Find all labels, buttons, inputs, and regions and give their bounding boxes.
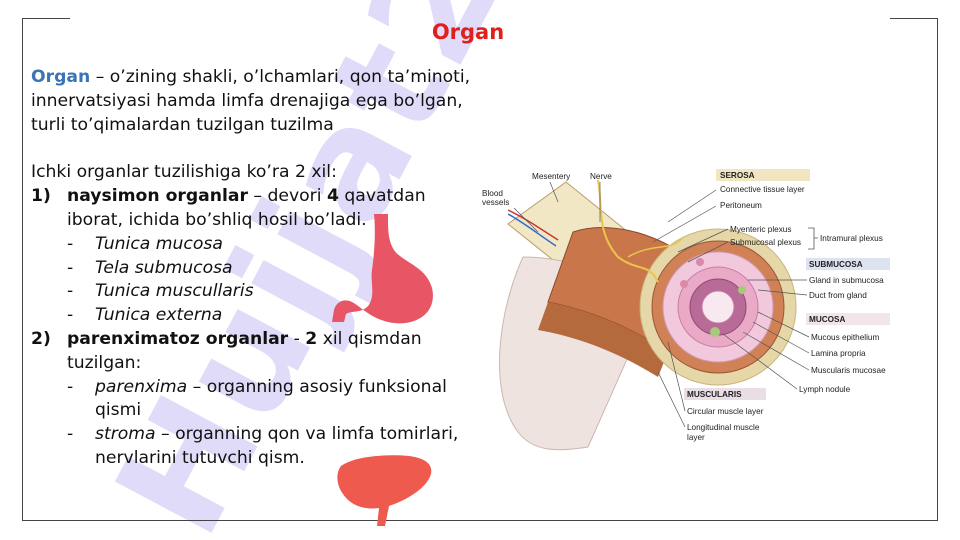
- muscularis-header: MUSCULARIS: [687, 390, 742, 399]
- mucosa-item: Lamina propria: [811, 349, 866, 358]
- serosa-header: SEROSA: [720, 171, 755, 180]
- serosa-item: Peritoneum: [720, 201, 762, 210]
- frame-corner: [890, 18, 938, 19]
- content-text: Organ – o’zining shakli, o’lchamlari, qo…: [31, 66, 481, 471]
- definition-paragraph: Organ – o’zining shakli, o’lchamlari, qo…: [31, 66, 481, 137]
- dash: -: [67, 257, 74, 278]
- classification-heading: Ichki organlar tuzilishiga ko’ra 2 xil:: [31, 162, 337, 183]
- type1-name: naysimon organlar: [67, 186, 248, 207]
- muscularis-item: Longitudinal muscle: [687, 423, 760, 432]
- layer-item: -Tunica muscullaris: [31, 280, 481, 304]
- frame-right-border: [937, 18, 938, 520]
- type2-text-b: xil qismdan tuzilgan:: [67, 328, 422, 373]
- type1-item: 1) naysimon organlar – devori 4 qavatdan…: [31, 185, 481, 233]
- type2-count: 2: [305, 328, 318, 349]
- dash: -: [67, 281, 74, 302]
- part-text: stroma – organning qon va limfa tomirlar…: [95, 423, 481, 471]
- mucosa-header: MUCOSA: [809, 315, 845, 324]
- layer-item: -Tunica externa: [31, 304, 481, 328]
- submucosa-item: Gland in submucosa: [809, 276, 884, 285]
- mucosa-item: Mucous epithelium: [811, 333, 879, 342]
- dash: -: [67, 233, 74, 254]
- type2-text: parenximatoz organlar - 2 xil qismdan tu…: [67, 328, 481, 376]
- frame-bottom-border: [22, 520, 938, 521]
- type2-name: parenximatoz organlar: [67, 328, 289, 349]
- part-term: parenxima: [95, 376, 188, 397]
- submucosa-header: SUBMUCOSA: [809, 260, 863, 269]
- liver-icon: [337, 455, 432, 526]
- layer-name: Tunica externa: [95, 305, 223, 326]
- muscularis-item: Circular muscle layer: [687, 407, 764, 416]
- type1-text: naysimon organlar – devori 4 qavatdan ib…: [67, 185, 481, 233]
- layer-name: Tela submucosa: [95, 257, 233, 278]
- part-desc: – organning qon va limfa tomirlari, nerv…: [95, 424, 459, 468]
- type1-number: 1): [31, 186, 51, 207]
- plexus-item: Submucosal plexus: [730, 238, 801, 247]
- type2-text-a: -: [288, 328, 306, 349]
- organ-definition: – o’zining shakli, o’lchamlari, qon ta’m…: [31, 67, 471, 135]
- serosa-item: Connective tissue layer: [720, 185, 805, 194]
- part-term: stroma: [95, 424, 156, 445]
- type2-number: 2): [31, 328, 51, 349]
- frame-left-border: [22, 18, 23, 520]
- part-item: -parenxima – organning asosiy funksional…: [31, 376, 481, 424]
- lymph-nodule-label: Lymph nodule: [799, 385, 851, 394]
- dash: -: [67, 376, 74, 397]
- muscularis-item: layer: [687, 433, 705, 442]
- stomach-icon: [332, 214, 433, 324]
- plexus-item: Myenteric plexus: [730, 225, 791, 234]
- type1-count: 4: [326, 186, 339, 207]
- dash: -: [67, 424, 74, 445]
- mucosa-item: Muscularis mucosae: [811, 366, 886, 375]
- organ-term: Organ: [31, 67, 91, 87]
- layer-name: Tunica muscullaris: [95, 281, 254, 302]
- blood-vessels-label: Blood: [482, 189, 503, 198]
- part-desc: – organning asosiy funksional qismi: [95, 376, 447, 421]
- frame-corner: [22, 18, 70, 19]
- leader-lines: [513, 181, 810, 428]
- layer-name: Tunica mucosa: [95, 233, 223, 254]
- plexus-group: Intramural plexus: [820, 234, 883, 243]
- part-text: parenxima – organning asosiy funksional …: [95, 376, 481, 424]
- nerve-label: Nerve: [590, 172, 612, 181]
- layer-item: -Tela submucosa: [31, 257, 481, 281]
- blood-vessels-label: vessels: [482, 198, 509, 207]
- mesentery-label: Mesentery: [532, 172, 571, 181]
- dash: -: [67, 305, 74, 326]
- type1-text-b: qavatdan iborat, ichida bo’shliq hosil b…: [67, 186, 426, 230]
- submucosa-item: Duct from gland: [809, 291, 867, 300]
- page-title: Organ: [431, 20, 505, 44]
- layer-item: -Tunica mucosa: [31, 233, 481, 257]
- intestine-wall-diagram: Mesentery Nerve Blood vessels SEROSA Con…: [482, 169, 890, 451]
- type1-text-a: – devori: [247, 186, 327, 207]
- type2-item: 2) parenximatoz organlar - 2 xil qismdan…: [31, 328, 481, 376]
- part-item: -stroma – organning qon va limfa tomirla…: [31, 423, 481, 471]
